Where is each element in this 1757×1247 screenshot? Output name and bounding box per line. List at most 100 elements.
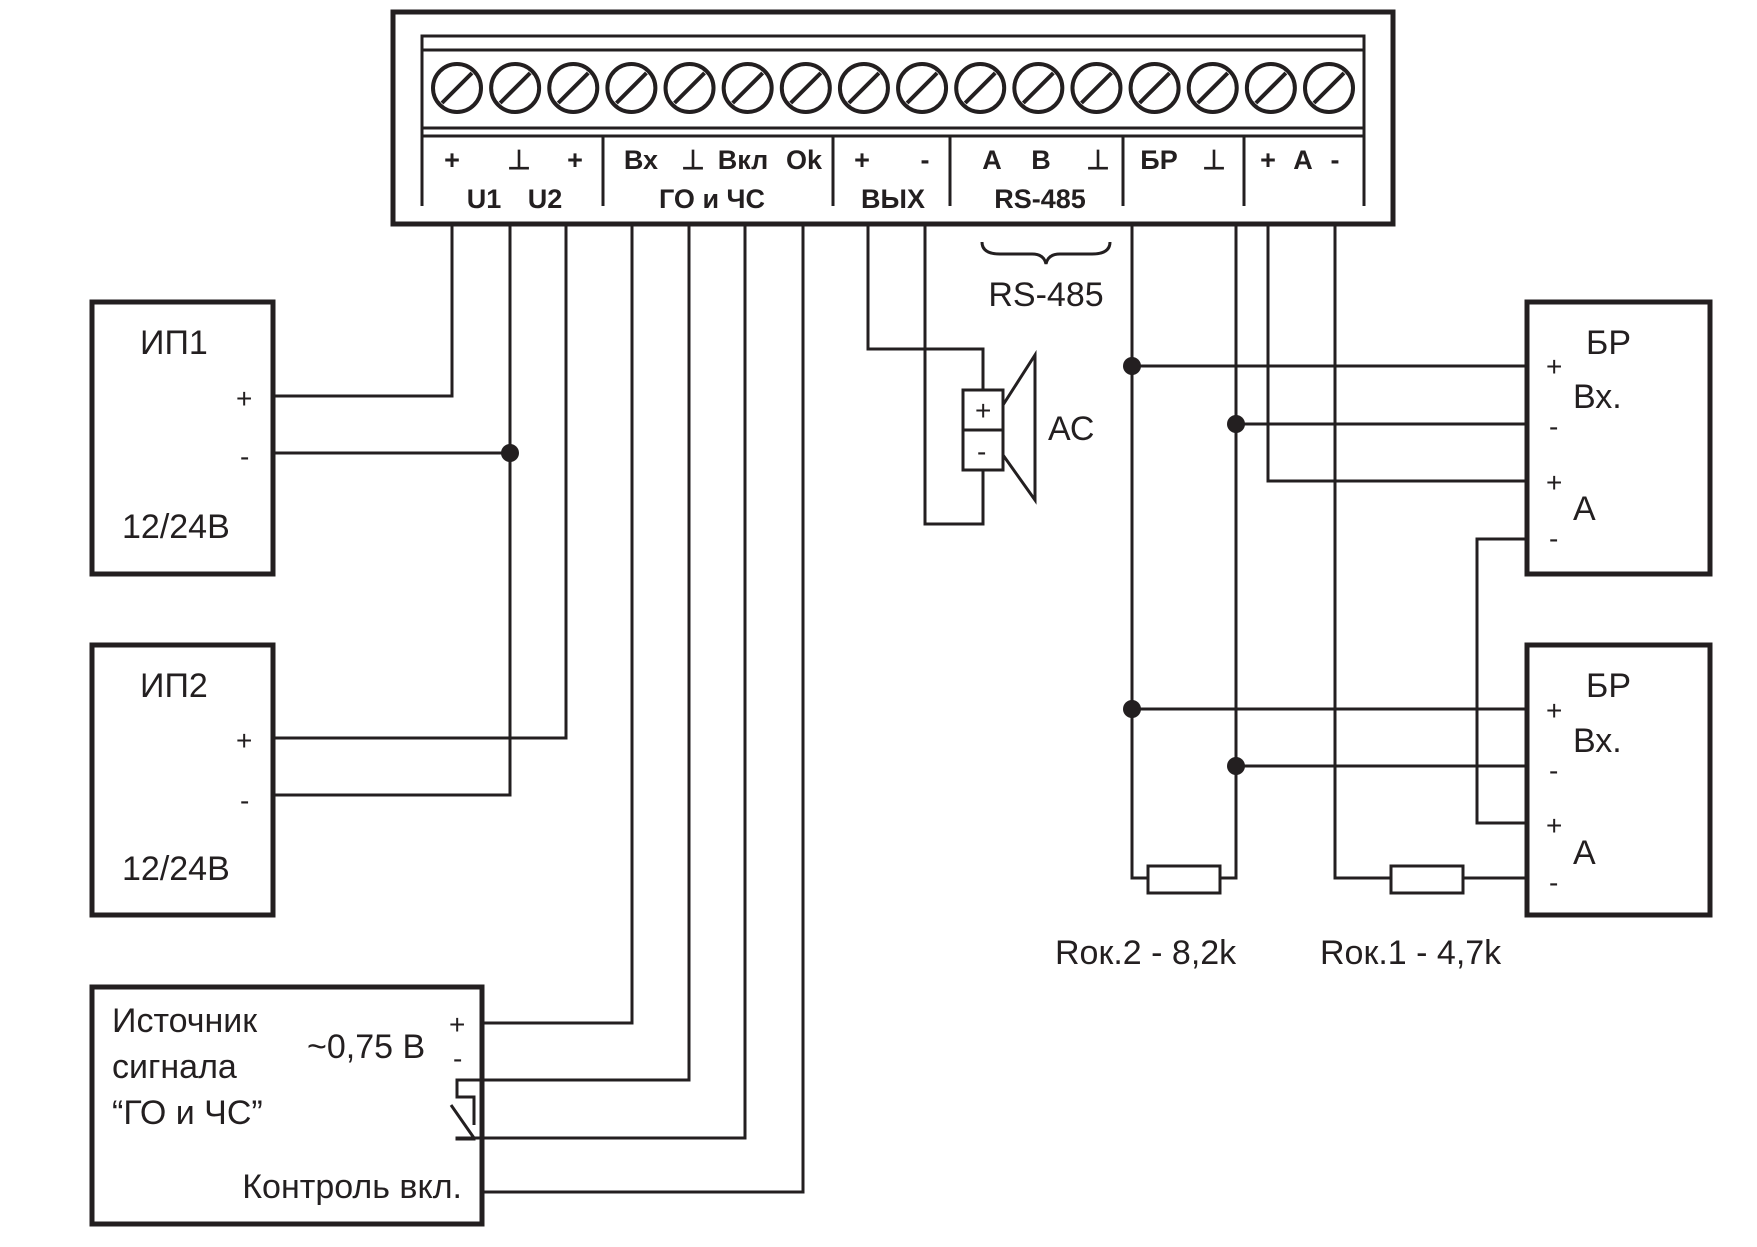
br2-in-plus: + — [1546, 695, 1562, 726]
wire-ok — [482, 224, 805, 1194]
terminal-screw-slot — [789, 71, 823, 105]
terminal-screw-slot — [1021, 71, 1055, 105]
psu2-box — [89, 642, 276, 918]
terminal-screw-slot — [1138, 71, 1172, 105]
screw-row — [431, 62, 1355, 114]
group-label-u1: U1 — [467, 184, 502, 214]
wires — [273, 224, 1527, 1194]
terminal-block-housing — [390, 9, 1396, 227]
wire-br — [1130, 224, 1138, 880]
junction-dot — [1227, 757, 1245, 775]
terminal-screw-slot — [1254, 71, 1288, 105]
relay-contact-upper — [455, 1078, 482, 1125]
pin-label: + — [854, 145, 870, 175]
speaker-cone — [1001, 349, 1037, 505]
pin-label: ⊥ — [507, 145, 531, 175]
psu2-voltage: 12/24В — [122, 850, 230, 888]
signal-source-box — [89, 984, 485, 1227]
br2-in-label: Вх. — [1573, 722, 1622, 760]
wire-out-minus — [923, 224, 985, 526]
junction-dot — [501, 444, 519, 462]
signal-source-voltage: ~0,75 В — [307, 1028, 425, 1066]
junction-dot — [1123, 700, 1141, 718]
rs485-brace — [980, 241, 1112, 265]
speaker-label: АС — [1048, 410, 1094, 448]
group-label-rs485: RS-485 — [994, 184, 1086, 214]
psu1-voltage: 12/24В — [122, 508, 230, 546]
junction-dot — [1227, 415, 1245, 433]
relay-contact-lower — [449, 1104, 482, 1141]
speaker-minus: - — [977, 436, 986, 467]
pin-label: - — [1331, 145, 1340, 175]
resistor-r1 — [1389, 864, 1465, 895]
wire-br-ground — [1230, 224, 1238, 880]
terminal-screw-slot — [1312, 71, 1346, 105]
pin-label: + — [444, 145, 460, 175]
br1-title: БР — [1586, 324, 1631, 362]
wire-br-link — [1475, 537, 1527, 825]
br2-a-plus: + — [1546, 810, 1562, 841]
pin-label: A — [1293, 145, 1313, 175]
signal-source-line1: Источник — [112, 1002, 258, 1040]
psu1-minus: - — [240, 441, 249, 472]
br2-in-minus: - — [1549, 755, 1558, 786]
terminal-screw-slot — [556, 71, 590, 105]
pin-label: + — [567, 145, 583, 175]
resistor-r2 — [1146, 864, 1222, 895]
pin-label: Вкл — [718, 145, 769, 175]
pin-label: Ok — [786, 145, 823, 175]
signal-source-line3: “ГО и ЧС” — [112, 1094, 263, 1132]
terminal-screw-slot — [731, 71, 765, 105]
br1-in-label: Вх. — [1573, 378, 1622, 416]
signal-source-minus: - — [453, 1043, 462, 1074]
signal-source-plus: + — [449, 1009, 465, 1040]
terminal-screw-slot — [905, 71, 939, 105]
pin-label: B — [1031, 145, 1051, 175]
pin-label: + — [1260, 145, 1276, 175]
wire-a-plus — [1266, 224, 1527, 483]
br2-a-minus: - — [1549, 867, 1558, 898]
psu2-plus: + — [236, 725, 252, 756]
psu1-title: ИП1 — [140, 324, 208, 362]
terminal-screw-slot — [440, 71, 474, 105]
psu2-title: ИП2 — [140, 667, 208, 705]
wire-go-ground — [482, 224, 691, 1082]
br1-a-plus: + — [1546, 467, 1562, 498]
br1-in-minus: - — [1549, 411, 1558, 442]
pin-label: Вх — [624, 145, 658, 175]
group-label-go-chs: ГО и ЧС — [659, 184, 765, 214]
terminal-screw-slot — [963, 71, 997, 105]
pin-label: ⊥ — [1086, 145, 1110, 175]
terminal-block: + ⊥ + Вх ⊥ Вкл Ok + - A B ⊥ БР ⊥ + A - U… — [390, 9, 1396, 227]
resistor-r1-label: Rок.1 - 4,7k — [1320, 934, 1502, 972]
terminal-screw-slot — [673, 71, 706, 105]
group-label-vyh: ВЫХ — [861, 184, 925, 214]
resistor-r2-label: Rок.2 - 8,2k — [1055, 934, 1237, 972]
wire-u1-plus — [273, 224, 454, 398]
br1-in-plus: + — [1546, 351, 1562, 382]
signal-source-line2: сигнала — [112, 1048, 237, 1086]
group-label-u2: U2 — [528, 184, 563, 214]
terminal-screw-slot — [1080, 71, 1113, 105]
wire-vx — [482, 224, 634, 1025]
wire-u2-plus — [273, 224, 568, 740]
terminal-screw-slot — [847, 71, 881, 105]
wire-vkl — [482, 224, 747, 1140]
psu2-minus: - — [240, 785, 249, 816]
wire-a-minus — [1333, 224, 1391, 880]
screw-strip — [420, 34, 1366, 138]
br2-box — [1524, 642, 1713, 918]
terminal-screw-slot — [498, 71, 532, 105]
br2-a-label: А — [1573, 834, 1596, 872]
psu1-plus: + — [236, 383, 252, 414]
rs485-note: RS-485 — [988, 276, 1103, 314]
terminal-screw-slot — [1196, 71, 1230, 105]
br2-title: БР — [1586, 667, 1631, 705]
signal-source-control: Контроль вкл. — [242, 1168, 462, 1206]
br1-a-label: А — [1573, 490, 1596, 528]
wire-ground — [273, 224, 512, 797]
speaker-plus: + — [975, 395, 991, 426]
br1-a-minus: - — [1549, 523, 1558, 554]
junction-dot — [1123, 357, 1141, 375]
